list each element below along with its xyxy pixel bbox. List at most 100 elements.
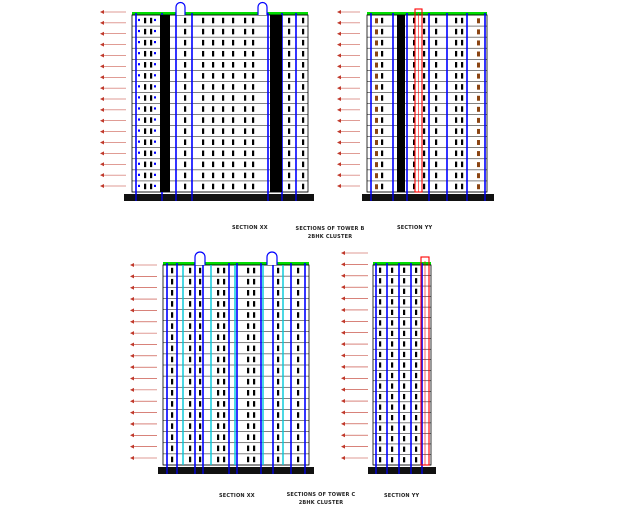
tower-c-caption-section-xx: SECTION XX bbox=[219, 493, 255, 499]
tower-b-title: SECTIONS OF TOWER B bbox=[295, 226, 365, 232]
window-opening bbox=[184, 73, 187, 79]
window-opening bbox=[423, 128, 426, 134]
balcony-rail bbox=[375, 117, 378, 123]
window-opening bbox=[199, 345, 202, 352]
window-opening bbox=[232, 39, 235, 46]
window-opening bbox=[277, 390, 280, 396]
window-opening bbox=[212, 17, 215, 24]
window-opening bbox=[277, 345, 280, 352]
window-opening bbox=[247, 356, 250, 363]
window-opening bbox=[184, 161, 187, 168]
level-marker-icon bbox=[100, 20, 126, 25]
window-opening bbox=[202, 28, 205, 35]
window-opening bbox=[403, 372, 406, 379]
window-opening bbox=[403, 267, 406, 273]
level-marker-icon bbox=[337, 53, 360, 58]
level-marker-icon bbox=[337, 64, 360, 69]
level-marker-icon bbox=[341, 399, 368, 404]
window-opening bbox=[232, 50, 235, 57]
window-opening bbox=[253, 278, 256, 285]
window-opening bbox=[202, 172, 205, 179]
window-opening bbox=[171, 423, 174, 429]
window-opening bbox=[253, 367, 256, 374]
window-opening bbox=[403, 446, 406, 452]
window-opening bbox=[202, 62, 205, 68]
window-opening bbox=[222, 62, 225, 68]
window-opening bbox=[189, 290, 192, 296]
window-opening bbox=[288, 62, 291, 68]
window-opening bbox=[244, 50, 247, 57]
window-opening bbox=[222, 39, 225, 46]
window-opening bbox=[217, 378, 220, 385]
level-marker-icon bbox=[130, 285, 157, 290]
window-opening bbox=[150, 62, 153, 68]
window-opening bbox=[222, 183, 225, 190]
balcony-node bbox=[138, 96, 140, 99]
balcony-node bbox=[138, 118, 140, 121]
window-opening bbox=[379, 425, 382, 431]
level-marker-icon bbox=[100, 97, 126, 101]
level-marker-icon bbox=[341, 376, 368, 381]
window-opening bbox=[381, 73, 384, 79]
balcony-node bbox=[154, 107, 156, 110]
window-opening bbox=[302, 117, 305, 123]
window-opening bbox=[247, 434, 250, 440]
window-opening bbox=[277, 290, 280, 296]
balcony-node bbox=[154, 118, 156, 121]
balcony-node bbox=[154, 162, 156, 165]
window-opening bbox=[297, 390, 300, 396]
level-marker-icon bbox=[100, 42, 126, 47]
window-opening bbox=[244, 139, 247, 145]
window-opening bbox=[461, 139, 464, 145]
window-opening bbox=[415, 278, 418, 284]
window-opening bbox=[252, 117, 255, 123]
window-opening bbox=[199, 445, 202, 452]
window-opening bbox=[391, 457, 394, 463]
window-opening bbox=[212, 84, 215, 90]
window-opening bbox=[199, 401, 202, 407]
balcony-rail bbox=[477, 184, 480, 190]
window-opening bbox=[244, 117, 247, 123]
window-opening bbox=[253, 412, 256, 418]
window-opening bbox=[381, 183, 384, 190]
window-opening bbox=[381, 150, 384, 157]
level-marker-icon bbox=[341, 421, 368, 426]
window-opening bbox=[288, 39, 291, 46]
window-opening bbox=[150, 161, 153, 168]
window-opening bbox=[391, 362, 394, 368]
window-opening bbox=[232, 62, 235, 68]
core-shaft bbox=[397, 15, 405, 192]
window-opening bbox=[252, 17, 255, 24]
window-opening bbox=[455, 84, 458, 90]
window-opening bbox=[252, 183, 255, 190]
base-plinth bbox=[124, 194, 314, 201]
window-opening bbox=[171, 456, 174, 463]
tower-b-section-xx bbox=[100, 1, 314, 201]
window-opening bbox=[212, 139, 215, 145]
window-opening bbox=[391, 278, 394, 284]
window-opening bbox=[415, 415, 418, 421]
window-opening bbox=[277, 267, 280, 274]
balcony-node bbox=[154, 184, 156, 188]
window-opening bbox=[379, 457, 382, 463]
window-opening bbox=[391, 341, 394, 347]
window-opening bbox=[302, 139, 305, 145]
window-opening bbox=[144, 117, 147, 123]
window-opening bbox=[403, 383, 406, 389]
level-marker-icon bbox=[100, 184, 126, 188]
level-marker-icon bbox=[130, 444, 157, 449]
window-opening bbox=[199, 423, 202, 429]
window-opening bbox=[247, 312, 250, 318]
window-opening bbox=[202, 150, 205, 157]
window-opening bbox=[302, 95, 305, 101]
window-opening bbox=[413, 95, 416, 101]
window-opening bbox=[199, 334, 202, 340]
window-opening bbox=[217, 434, 220, 440]
window-opening bbox=[297, 445, 300, 452]
window-opening bbox=[423, 95, 426, 101]
window-opening bbox=[247, 456, 250, 463]
window-opening bbox=[435, 172, 438, 179]
window-opening bbox=[222, 50, 225, 57]
window-opening bbox=[415, 383, 418, 389]
window-opening bbox=[202, 139, 205, 145]
